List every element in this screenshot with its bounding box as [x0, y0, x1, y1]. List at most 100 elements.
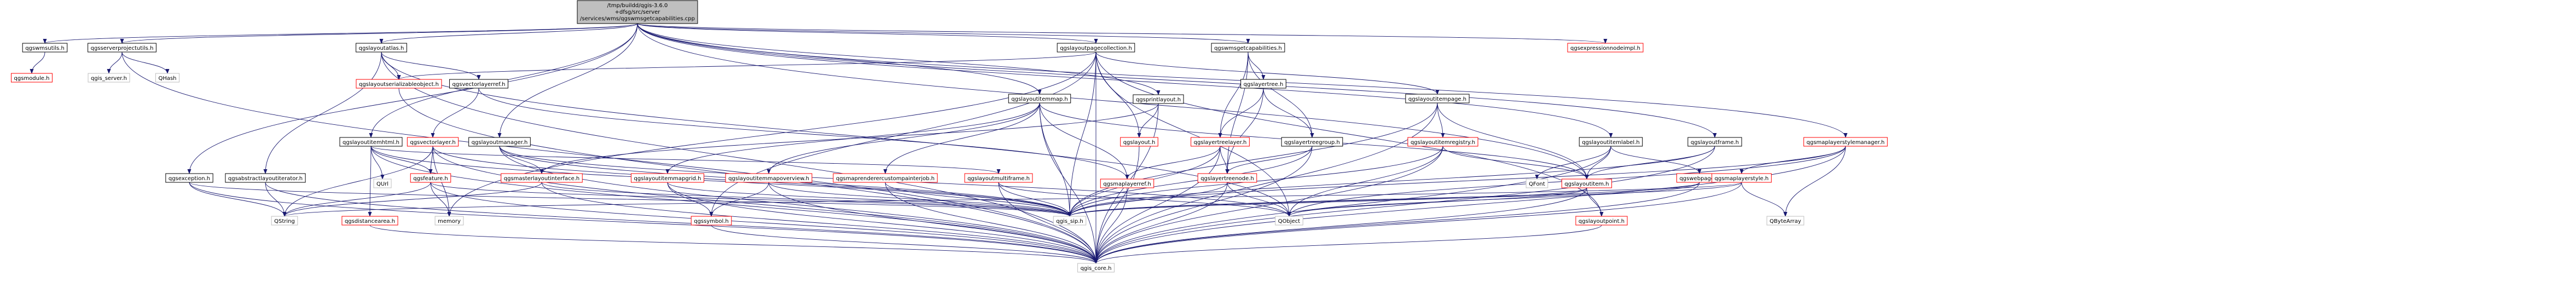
node-qgslayoutpoint-h[interactable]: qgslayoutpoint.h [1575, 216, 1628, 226]
node-qgsmasterlayoutinterface-h[interactable]: qgsmasterlayoutinterface.h [501, 173, 583, 183]
edge-root-to-qgslayoutframe-h [637, 23, 1717, 138]
node-memory: memory [434, 216, 464, 226]
node-qgslayoutitemmapgrid-h[interactable]: qgslayoutitemmapgrid.h [630, 173, 705, 183]
node-qgsexpressionnodeimpl-h[interactable]: qgsexpressionnodeimpl.h [1567, 43, 1644, 53]
node-label: qgslayoutpagecollection.h [1060, 45, 1132, 51]
node-label: qgis_server.h [91, 76, 127, 82]
edge-qgslayoutpagecollection-h-to-memory [447, 51, 1096, 217]
edge-root-to-qgslayoutitem-h [637, 23, 1589, 180]
node-qgslayoutmanager-h[interactable]: qgslayoutmanager.h [468, 137, 531, 147]
node-qgsvectorlayerref-h[interactable]: qgsvectorlayerref.h [449, 79, 508, 89]
edge-qgslayoutitem-h-to-qgis-core-h [1094, 187, 1587, 264]
node-qgssymbol-h[interactable]: qgssymbol.h [691, 216, 732, 226]
edge-qgslayoutatlas-h-to-qgis-core-h [381, 51, 1098, 264]
edge-qgslayoutmultiframe-h-to-qgis-core-h [998, 182, 1098, 264]
node-qgswmsgetcapabilities-h[interactable]: qgswmsgetcapabilities.h [1211, 43, 1285, 53]
node-qgslayoutitemhtml-h[interactable]: qgslayoutitemhtml.h [339, 137, 403, 147]
edge-root-to-qgsserverprojectutils-h [120, 23, 638, 44]
edge-qgslayoutitemregistry-h-to-QObject [1287, 146, 1443, 217]
node-label: qgsmaplayerstylemanager.h [1807, 140, 1885, 146]
node-qgslayoutitemlabel-h[interactable]: qgslayoutitemlabel.h [1579, 137, 1643, 147]
node-qgslayertreenode-h[interactable]: qgslayertreenode.h [1197, 173, 1257, 183]
node-label: qgslayertree.h [1244, 82, 1284, 88]
node-label: qgslayoutitemlabel.h [1582, 140, 1639, 146]
node-qgswmsutils-h[interactable]: qgswmsutils.h [22, 43, 68, 53]
node-qgslayoutframe-h[interactable]: qgslayoutframe.h [1687, 137, 1742, 147]
edge-qgswmsgetcapabilities-h-to-qgslayertreelayer-h [1218, 51, 1249, 138]
edge-qgslayout-h-to-qgis-core-h [1094, 146, 1140, 264]
node-qgsexception-h[interactable]: qgsexception.h [165, 173, 213, 183]
node-label: qgslayertreenode.h [1200, 176, 1254, 182]
edge-qgslayoutitemmap-h-to-qgis-core-h [1039, 102, 1098, 264]
edge-qgslayoutitem-h-to-qgslayoutpoint-h [1586, 187, 1604, 217]
node-label: qgslayoutitemmap.h [1011, 96, 1067, 102]
node-label: qgslayoutitemregistry.h [1411, 140, 1475, 146]
edge-root-to-qgslayoutatlas-h [379, 23, 638, 44]
edge-qgslayoutitemmap-h-to-qgsmaplayerref-h [1039, 102, 1129, 180]
edge-qgsmaplayerstyle-h-to-QByteArray [1741, 182, 1788, 217]
node-qgslayoutitempage-h[interactable]: qgslayoutitempage.h [1405, 94, 1470, 103]
node-qgsabstractlayoutiterator-h[interactable]: qgsabstractlayoutiterator.h [225, 173, 306, 183]
node-qgslayoutmultiframe-h[interactable]: qgslayoutmultiframe.h [964, 173, 1033, 183]
node-qgsserverprojectutils-h[interactable]: qgsserverprojectutils.h [88, 43, 156, 53]
edge-qgssymbol-h-to-qgis-core-h [711, 225, 1098, 264]
node-qgis-sip-h: qgis_sip.h [1053, 216, 1087, 226]
node-label: qgswmsutils.h [25, 45, 65, 51]
edge-qgsdistancearea-h-to-qgis-core-h [369, 225, 1098, 264]
node-qgsmaprenderercustompainterjob-h[interactable]: qgsmaprenderercustompainterjob.h [833, 173, 938, 183]
edge-qgslayoutpoint-h-to-qgis-core-h [1094, 225, 1602, 264]
edge-qgslayoutpagecollection-h-to-qgslayoutpoint-h [1095, 51, 1604, 217]
edge-qgsmaplayerstylemanager-h-to-qgis-sip-h [1067, 146, 1846, 217]
edge-qgslayoutitemhtml-h-to-qgis-core-h [370, 146, 1098, 264]
node-QObject: QObject [1275, 216, 1303, 226]
node-label: QUrl [376, 181, 388, 187]
edge-qgslayertreelayer-h-to-qgsmaplayerref-h [1125, 146, 1221, 180]
node-qgslayertreelayer-h[interactable]: qgslayertreelayer.h [1191, 137, 1250, 147]
node-qgsmodule-h[interactable]: qgsmodule.h [11, 73, 53, 83]
root-label-line: /services/wms/qgswmsgetcapabilities.cpp [580, 16, 695, 22]
node-qgslayoutitemmap-h[interactable]: qgslayoutitemmap.h [1008, 94, 1071, 103]
node-label: qgsabstractlayoutiterator.h [228, 176, 303, 182]
node-qgslayertreegroup-h[interactable]: qgslayertreegroup.h [1281, 137, 1343, 147]
edge-qgslayertreenode-h-to-QObject [1227, 182, 1291, 217]
node-label: qgslayoutitemmapoverview.h [728, 176, 809, 182]
node-qgsfeature-h[interactable]: qgsfeature.h [410, 173, 451, 183]
edge-qgsmaprenderercustompainterjob-h-to-qgis-core-h [885, 182, 1098, 264]
node-label: qgslayoutmanager.h [472, 140, 528, 146]
node-qgsmaplayerref-h[interactable]: qgsmaplayerref.h [1100, 179, 1154, 188]
edge-qgslayoutpagecollection-h-to-qgslayoutitempage-h [1095, 51, 1440, 95]
edge-qgslayoutitemhtml-h-to-qgslayoutmultiframe-h [370, 146, 1001, 174]
node-qgslayoutpagecollection-h[interactable]: qgslayoutpagecollection.h [1057, 43, 1135, 53]
node-qgsvectorlayer-h[interactable]: qgsvectorlayer.h [407, 137, 459, 147]
edge-qgslayoutitemregistry-h-to-qgslayoutitem-h [1442, 146, 1589, 180]
edge-qgsmaplayerref-h-to-qgis-core-h [1094, 187, 1128, 264]
node-qgslayertree-h[interactable]: qgslayertree.h [1240, 79, 1286, 89]
node-qgsmaplayerstylemanager-h[interactable]: qgsmaplayerstylemanager.h [1803, 137, 1888, 147]
node-qgslayoutitemmapoverview-h[interactable]: qgslayoutitemmapoverview.h [725, 173, 813, 183]
node-qgslayoutitemregistry-h[interactable]: qgslayoutitemregistry.h [1407, 137, 1478, 147]
node-qgslayoutitem-h[interactable]: qgslayoutitem.h [1561, 179, 1612, 188]
node-qgslayoutserializableobject-h[interactable]: qgslayoutserializableobject.h [356, 79, 442, 89]
edge-qgslayoutatlas-h-to-qgsvectorlayerref-h [381, 51, 481, 80]
node-QHash: QHash [155, 73, 180, 83]
edge-qgsmaplayerstylemanager-h-to-qgis-core-h [1094, 146, 1846, 264]
edge-root-to-qgsexpressionnodeimpl-h [637, 23, 1607, 44]
node-qgsmaplayerstyle-h[interactable]: qgsmaplayerstyle.h [1711, 173, 1772, 183]
node-qgslayoutatlas-h[interactable]: qgslayoutatlas.h [356, 43, 407, 53]
node-label: qgsexception.h [169, 176, 210, 182]
edge-qgsprintlayout-h-to-qgslayout-h [1137, 103, 1159, 138]
edge-qgsfeature-h-to-memory [430, 182, 451, 217]
edge-qgswebpage-h-to-QObject [1287, 182, 1700, 217]
node-qgslayout-h[interactable]: qgslayout.h [1120, 137, 1158, 147]
node-label: qgsprintlayout.h [1136, 97, 1181, 103]
node-qgsprintlayout-h[interactable]: qgsprintlayout.h [1133, 94, 1184, 104]
node-qgsdistancearea-h[interactable]: qgsdistancearea.h [341, 216, 398, 226]
edge-qgsexception-h-to-qgis-core-h [189, 182, 1098, 264]
edge-qgsmasterlayoutinterface-h-to-QString [282, 182, 542, 217]
edge-qgsfeature-h-to-QString [282, 182, 431, 217]
edge-qgslayoutitemlabel-h-to-qgslayoutitem-h [1585, 146, 1611, 180]
edge-qgslayoutitempage-h-to-qgis-sip-h [1067, 102, 1438, 217]
edge-qgslayoutitemlabel-h-to-qgis-core-h [1094, 146, 1611, 264]
edge-qgsvectorlayer-h-to-qgis-core-h [432, 146, 1098, 264]
